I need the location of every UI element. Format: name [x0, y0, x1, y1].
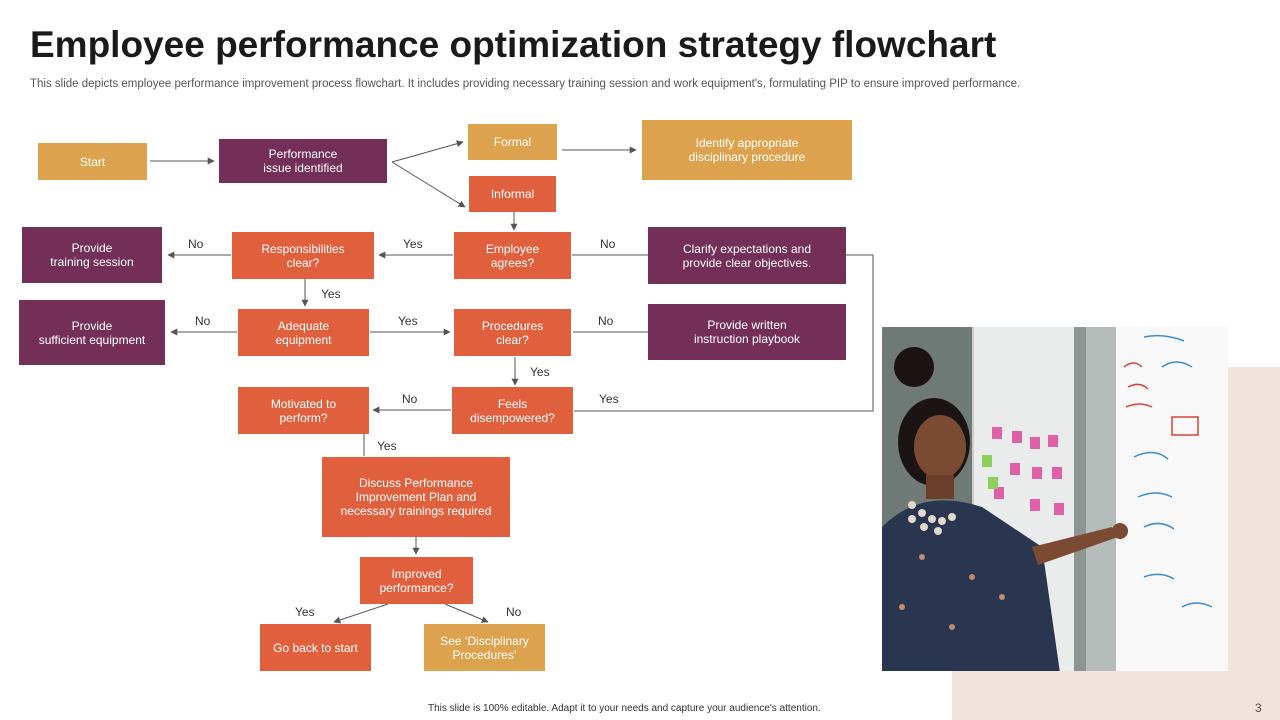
node-motivated: Motivated to perform?: [238, 387, 369, 434]
node-adequate-equipment: Adequate equipment: [238, 309, 369, 356]
edge-issue-informal: [391, 161, 466, 208]
node-written-playbook: Provide written instruction playbook: [648, 304, 846, 360]
presenter-photo: [882, 327, 1228, 671]
edge-label: Yes: [377, 439, 397, 453]
edge-label: No: [598, 314, 614, 328]
node-informal: Informal: [469, 176, 556, 212]
edge-label: No: [195, 314, 211, 328]
page-number: 3: [1255, 701, 1262, 715]
node-go-back: Go back to start: [260, 624, 371, 671]
node-responsibilities-clear: Responsibilities clear?: [232, 232, 374, 279]
node-provide-equipment: Provide sufficient equipment: [19, 300, 165, 365]
edge-label: No: [600, 237, 616, 251]
footer-note: This slide is 100% editable. Adapt it to…: [428, 703, 821, 714]
slide-subtitle: This slide depicts employee performance …: [30, 78, 1021, 90]
node-see-disciplinary: See ‘Disciplinary Procedures’: [424, 624, 545, 671]
edge-clarify-loop: [574, 254, 874, 412]
node-clarify-expectations: Clarify expectations and provide clear o…: [648, 227, 846, 284]
slide-title: Employee performance optimization strate…: [30, 24, 997, 65]
node-start: Start: [38, 143, 147, 180]
edge-label: Yes: [321, 287, 341, 301]
edge-issue-formal: [391, 140, 464, 163]
edge-label: No: [188, 237, 204, 251]
edge-label: Yes: [599, 392, 619, 406]
edge-label: Yes: [403, 237, 423, 251]
node-procedures-clear: Procedures clear?: [454, 309, 571, 356]
node-provide-training: Provide training session: [22, 227, 162, 283]
edge-label: Yes: [530, 365, 550, 379]
edge-improved-goback: [333, 603, 389, 624]
node-performance-issue: Performance issue identified: [219, 139, 387, 183]
photo-woman-presenting-whiteboard-icon: [882, 327, 1228, 671]
edge-label: Yes: [398, 314, 418, 328]
edge-improved-see: [444, 603, 489, 623]
node-feels-disempowered: Feels disempowered?: [452, 387, 573, 434]
edge-label: Yes: [295, 605, 315, 619]
node-formal: Formal: [468, 124, 557, 160]
node-improved-performance: Improved performance?: [360, 557, 473, 604]
edge-label: No: [506, 605, 522, 619]
node-discuss-pip: Discuss Performance Improvement Plan and…: [322, 457, 510, 537]
node-identify-procedure: Identify appropriate disciplinary proced…: [642, 120, 852, 180]
edge-label: No: [402, 392, 418, 406]
node-employee-agrees: Employee agrees?: [454, 232, 571, 279]
